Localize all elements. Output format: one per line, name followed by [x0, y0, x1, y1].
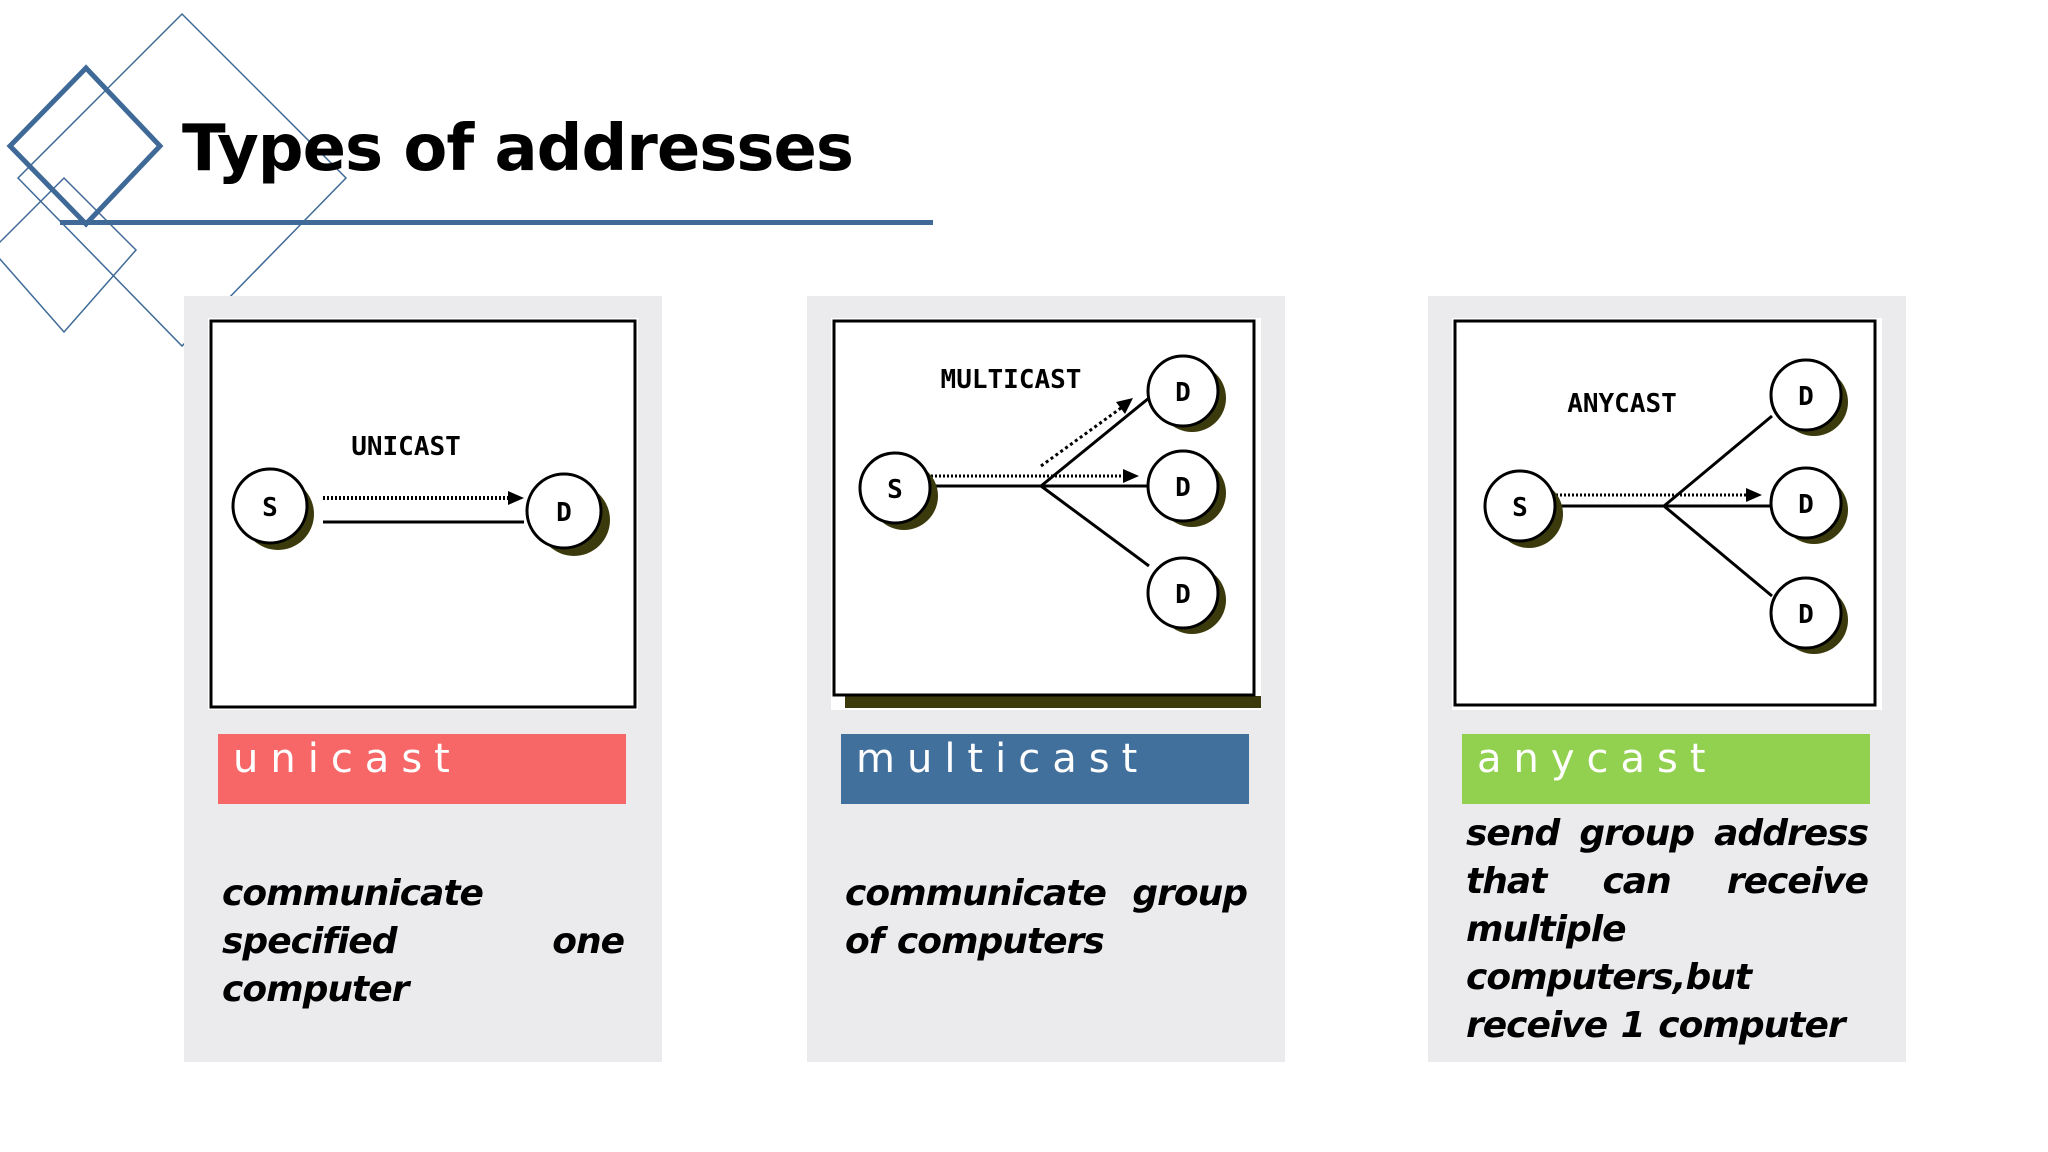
- unicast-diagram: UNICAST S D: [208, 318, 638, 710]
- destination-node-3: D: [1769, 576, 1848, 654]
- svg-text:D: D: [1798, 490, 1814, 520]
- description-unicast: communicate specified one computer: [222, 873, 625, 1010]
- svg-text:D: D: [1175, 378, 1191, 408]
- card-multicast: MULTICAST S D D: [807, 296, 1285, 1062]
- label-unicast: unicast: [218, 734, 626, 804]
- svg-text:D: D: [1175, 580, 1191, 610]
- multicast-diagram: MULTICAST S D D: [831, 318, 1261, 710]
- destination-node: D: [525, 472, 610, 556]
- destination-node-2: D: [1146, 449, 1226, 527]
- card-anycast: ANYCAST S D D: [1428, 296, 1906, 1062]
- source-node: S: [231, 467, 314, 550]
- label-multicast: multicast: [841, 734, 1249, 804]
- destination-node-3: D: [1146, 556, 1226, 634]
- description-anycast: send group address that can receive mult…: [1466, 813, 1869, 1046]
- svg-text:D: D: [1175, 473, 1191, 503]
- description-multicast: communicate group of computers: [845, 873, 1248, 962]
- anycast-diagram: ANYCAST S D D: [1452, 318, 1882, 710]
- destination-node-1: D: [1146, 354, 1226, 432]
- svg-text:D: D: [556, 498, 572, 528]
- card-unicast: UNICAST S D unicast communicate specifie…: [184, 296, 662, 1062]
- title-underline: [60, 220, 933, 225]
- svg-text:S: S: [887, 475, 903, 505]
- diagram-heading: ANYCAST: [1567, 389, 1677, 419]
- destination-node-2: D: [1769, 466, 1848, 544]
- svg-text:S: S: [1512, 493, 1528, 523]
- svg-text:D: D: [1798, 600, 1814, 630]
- svg-text:S: S: [262, 493, 278, 523]
- svg-text:D: D: [1798, 382, 1814, 412]
- slide-title: Types of addresses: [182, 112, 854, 186]
- label-anycast: anycast: [1462, 734, 1870, 804]
- destination-node-1: D: [1769, 358, 1848, 436]
- source-node: S: [858, 451, 938, 530]
- diagram-heading: MULTICAST: [941, 365, 1082, 395]
- source-node: S: [1483, 469, 1563, 548]
- diagram-heading: UNICAST: [351, 432, 461, 462]
